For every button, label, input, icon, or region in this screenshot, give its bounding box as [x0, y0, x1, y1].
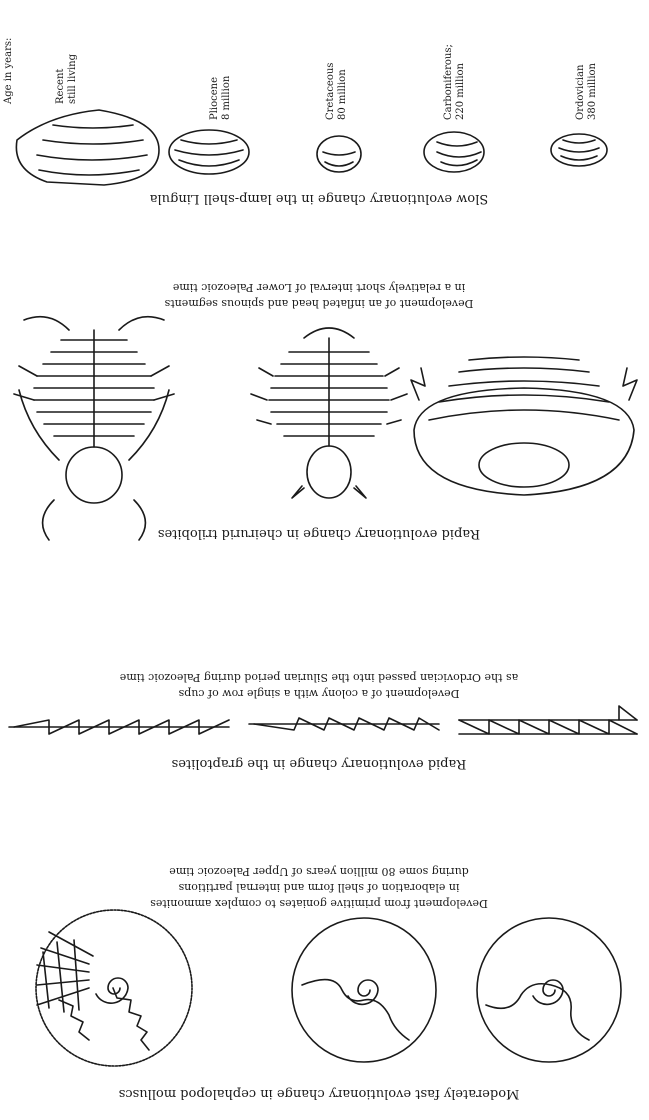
label-recent: Recent	[55, 69, 66, 104]
trilobite-desc-1: Development of an inflated head and spin…	[164, 297, 473, 310]
label-cretaceous: Cretaceous	[325, 63, 336, 120]
ammonite-desc-1: Development from primitive goniates to c…	[150, 897, 488, 910]
ammonite-intermediate	[292, 918, 436, 1062]
figure-rotated: Moderately fast evolutionary change in c…	[3, 38, 637, 1101]
label-ordovician-age: 380 million	[587, 62, 598, 120]
ammonite-desc-3: during some 80 million years of Upper Pa…	[169, 865, 469, 878]
label-pliocene: Pliocene	[209, 77, 220, 120]
trilobite-caption: Rapid evolutionary change in cheirurid t…	[158, 526, 480, 541]
graptolite-desc-2: as the Ordovician passed into the Siluri…	[120, 671, 518, 684]
graptolite-desc-1: Development of a colony with a single ro…	[178, 687, 459, 700]
lingula-caption: Slow evolutionary change in the lamp-she…	[150, 191, 489, 206]
trilobite-primitive	[411, 357, 637, 495]
graptolite-1	[459, 706, 637, 734]
trilobite-section: Rapid evolutionary change in cheirurid t…	[14, 281, 637, 541]
ammonite-section: Moderately fast evolutionary change in c…	[36, 865, 621, 1101]
label-pliocene-age: 8 million	[221, 75, 232, 120]
graptolite-2	[249, 718, 439, 730]
label-carboniferous-age: 220 million	[455, 62, 466, 120]
lingula-carboniferous	[424, 132, 484, 172]
graptolite-3	[9, 720, 229, 734]
lingula-pliocene	[169, 130, 249, 174]
graptolite-caption: Rapid evolutionary change in the graptol…	[172, 756, 467, 771]
graptolite-section: Rapid evolutionary change in the graptol…	[9, 671, 637, 771]
ammonite-primitive	[477, 918, 621, 1062]
ammonite-caption: Moderately fast evolutionary change in c…	[119, 1086, 520, 1101]
label-recent-age: still living	[67, 53, 78, 104]
label-carboniferous: Carboniferous;	[443, 44, 454, 120]
ammonite-desc-2: in elaboration of shell form and interna…	[178, 881, 459, 894]
label-ordovician: Ordovician	[575, 64, 586, 120]
lingula-ordovician	[551, 134, 607, 166]
trilobite-desc-2: in a relatively short interval of Lower …	[173, 281, 465, 294]
ammonite-complex	[36, 910, 192, 1066]
label-cretaceous-age: 80 million	[337, 69, 348, 120]
trilobite-advanced	[14, 317, 174, 540]
age-heading: Age in years:	[3, 38, 14, 105]
trilobite-intermediate	[251, 328, 407, 498]
lingula-recent	[16, 110, 159, 185]
lingula-cretaceous	[317, 136, 361, 172]
lingula-section: Slow evolutionary change in the lamp-she…	[3, 38, 607, 206]
